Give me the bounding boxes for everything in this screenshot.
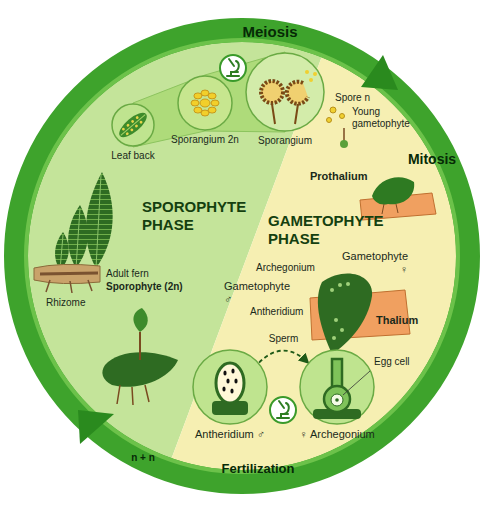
process-label-box: Meiosis [242,23,297,40]
leaf-back-circle: Leaf back [111,103,155,147]
spores [327,107,345,123]
thallus [310,274,410,354]
part-label: Egg cell [374,356,410,368]
stage-label: Gametophyte ♀ [342,250,408,276]
circle-caption-box: Leaf back [111,150,154,162]
part-label-box: Rhizome [46,297,85,309]
circle-illustration [115,109,150,142]
part-label: Rhizome [46,297,85,309]
fertilization-arrowhead [78,410,114,444]
stage-label: Thalium [376,314,418,327]
circle-caption-box: Antheridium ♂ [195,428,265,440]
stage-label-box: Gametophyte ♂ [224,280,288,306]
circle-caption-box: Sporangium [258,135,312,147]
cycle-arrow-ring [16,30,468,482]
antheridium-circle: Antheridium ♂ [192,349,268,425]
stage-label-box: Thalium [376,314,418,327]
stage-label-box: Prothalium [310,170,367,183]
sporangium-circle: Sporangium [245,52,325,132]
circle-caption: ♀ Archegonium [299,428,375,440]
process-label: Mitosis [408,151,456,167]
part-label-box: Egg cell [374,356,410,368]
zoom-circle [192,349,268,425]
process-label-box: Mitosis [408,151,456,167]
archegonium-circle: ♀ Archegonium [299,349,375,425]
part-label-box: Antheridium [250,306,303,318]
circle-caption: Antheridium ♂ [195,428,265,440]
microscope-icon [220,55,246,81]
zoom-circle [177,75,233,131]
microscope-icon [270,397,296,423]
zoom-circle [245,52,325,132]
stage-label-box: Young gametophyte [352,106,414,130]
circle-illustration [191,90,219,116]
circle-illustration [313,359,370,419]
circle-caption: Sporangium [258,135,312,147]
circle-caption-box: Sporangium 2n [171,134,239,146]
phase-title-box: GAMETOPHYTE PHASE [268,212,393,248]
stage-label: Spore n [335,92,370,104]
process-label: Fertilization [222,461,295,476]
young-gametophyte [340,128,348,148]
zoom-circle [299,349,375,425]
edge-label: Sperm [269,333,298,345]
stage-label: Gametophyte ♂ [224,280,290,306]
stage-label: Sporophyte (2n) [106,281,183,293]
phase-title-box: SPOROPHYTE PHASE [142,198,260,234]
stage-label-box: Spore n [335,92,370,104]
circle-illustration [212,363,248,415]
part-label: Archegonium [256,262,315,274]
phase-title: SPOROPHYTE PHASE [142,198,260,234]
process-label-box: Fertilization [222,461,295,476]
adult-fern [55,172,113,270]
stage-label: Young gametophyte [352,106,414,130]
ploidy-label-box: n + n [131,452,155,464]
stage-label: Prothalium [310,170,367,183]
process-label: Meiosis [242,23,297,40]
ploidy-label: n + n [131,452,155,464]
stage-label-box: Adult fern [106,268,149,280]
part-label-box: Archegonium [256,262,315,274]
stage-label: Adult fern [106,268,149,280]
sperm-arrow [259,351,308,363]
rhizome-ground [34,264,100,293]
young-sporophyte [102,308,178,405]
ring-inner-rim [26,40,458,472]
edge-label-box: Sperm [269,333,298,345]
circle-caption: Sporangium 2n [171,134,239,146]
phase-title: GAMETOPHYTE PHASE [268,212,393,248]
circle-caption: Leaf back [111,150,154,162]
circle-caption-box: ♀ Archegonium [299,428,375,440]
stage-label-box: Sporophyte (2n) [106,281,183,293]
meiosis-arrowhead [361,55,398,90]
circle-illustration [261,70,317,124]
sporangium-2n-circle: Sporangium 2n [177,75,233,131]
part-label: Antheridium [250,306,303,318]
zoom-circle [111,103,155,147]
stage-label-box: Gametophyte ♀ [342,250,408,276]
